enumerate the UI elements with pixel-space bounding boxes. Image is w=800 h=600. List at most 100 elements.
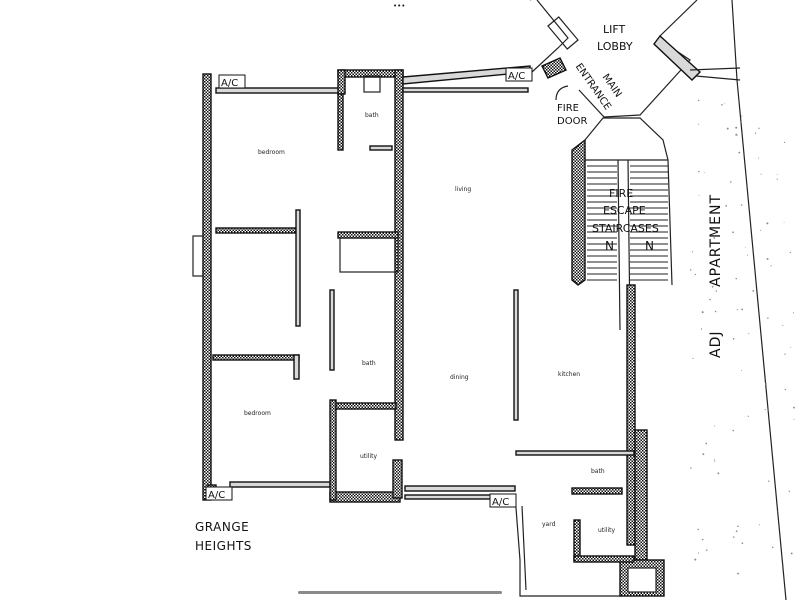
scan-speck — [691, 251, 694, 253]
room-living: living — [455, 186, 471, 193]
adjoining-boundary — [731, 0, 787, 600]
outer-walls — [192, 65, 665, 597]
ac-unit-bottom-left: A/C — [205, 486, 233, 501]
fire-escape-label-line1: FIRE — [609, 187, 633, 200]
room-yard: yard — [542, 521, 556, 528]
room-kitchen: kitchen — [558, 371, 580, 378]
scan-speck — [760, 173, 762, 175]
ac-label-bottom-right: A/C — [492, 497, 509, 508]
scan-speck — [698, 194, 700, 196]
scan-speck — [713, 237, 716, 239]
room-utility-right: utility — [598, 527, 616, 534]
fire-door-label-line1: FIRE — [557, 103, 579, 114]
lift-lobby: LIFT LOBBY — [530, 0, 741, 118]
scan-speck — [718, 265, 720, 267]
scan-speck — [737, 525, 739, 527]
scan-speck — [771, 546, 774, 549]
scan-speck — [735, 277, 737, 280]
interior-walls — [212, 93, 635, 563]
scan-speck — [732, 231, 734, 234]
scan-speck — [784, 353, 786, 355]
main-entrance: MAIN ENTRANCE — [573, 62, 624, 113]
scan-speck — [726, 127, 729, 130]
scan-speck — [732, 337, 735, 340]
scan-speck — [697, 552, 699, 554]
scan-speck — [741, 369, 742, 371]
scan-speck — [744, 246, 746, 248]
scan-speck — [768, 480, 770, 482]
scan-speck — [712, 284, 714, 286]
scan-speck — [697, 99, 700, 102]
adjoining-apartment-label: ADJ APARTMENT — [708, 194, 724, 358]
scan-speck — [765, 383, 767, 386]
room-bath-right: bath — [591, 468, 605, 475]
top-marker: ••• — [393, 2, 405, 10]
fire-escape-label-line3: STAIRCASES — [592, 222, 659, 235]
scan-speck — [733, 536, 735, 538]
scan-speck — [790, 346, 792, 348]
lift-lobby-label-line1: LIFT — [603, 23, 626, 36]
scan-speck — [730, 181, 732, 183]
scan-speck — [770, 265, 772, 267]
scan-speck — [760, 229, 761, 231]
scan-speck — [748, 333, 750, 335]
scan-speck — [784, 388, 786, 391]
horizontal-scrollbar[interactable] — [298, 591, 502, 594]
room-bedroom-top: bedroom — [258, 149, 285, 156]
scan-speck — [737, 572, 740, 575]
scan-speck — [697, 528, 699, 531]
fire-door: FIRE DOOR — [541, 57, 587, 127]
scan-speck — [782, 324, 784, 326]
scan-noise — [689, 99, 795, 575]
scan-speck — [714, 461, 716, 462]
ac-label-top-right: A/C — [508, 71, 525, 82]
scan-speck — [776, 511, 778, 513]
room-bath-mid: bath — [362, 360, 376, 367]
scan-speck — [746, 254, 748, 256]
scan-speck — [694, 273, 697, 276]
scan-speck — [694, 558, 697, 561]
ac-label-top-left: A/C — [221, 78, 238, 89]
scan-speck — [788, 490, 790, 492]
scan-speck — [714, 425, 716, 427]
room-dining: dining — [450, 374, 469, 381]
scan-speck — [747, 415, 749, 417]
scan-speck — [735, 133, 738, 136]
scan-speck — [776, 173, 778, 175]
scan-speck — [741, 542, 744, 545]
ac-unit-top-right: A/C — [505, 67, 533, 82]
scan-speck — [713, 459, 715, 461]
scan-speck — [758, 524, 760, 526]
scan-speck — [735, 530, 738, 533]
scan-speck — [793, 406, 795, 409]
scan-speck — [752, 290, 755, 292]
lift-lobby-label-line2: LOBBY — [597, 40, 633, 53]
scan-speck — [735, 126, 738, 129]
scan-speck — [721, 104, 723, 106]
scan-speck — [689, 269, 692, 271]
scan-speck — [767, 317, 769, 319]
scan-speck — [700, 328, 703, 330]
scan-speck — [790, 552, 793, 555]
scan-speck — [705, 442, 708, 445]
scan-speck — [738, 151, 741, 154]
scan-speck — [703, 171, 705, 173]
scan-speck — [702, 453, 705, 456]
scan-speck — [711, 285, 714, 288]
scan-speck — [782, 563, 784, 565]
scan-speck — [705, 549, 708, 551]
scan-speck — [754, 132, 757, 134]
ac-label-bottom-left: A/C — [208, 490, 225, 501]
scan-speck — [701, 538, 704, 541]
scan-speck — [701, 311, 704, 314]
scan-speck — [758, 127, 760, 129]
scan-speck — [741, 308, 743, 311]
ac-unit-bottom-right: A/C — [489, 493, 517, 508]
room-utility-left: utility — [360, 453, 378, 460]
scan-speck — [724, 103, 726, 105]
scan-speck — [714, 310, 717, 313]
scan-speck — [732, 429, 735, 432]
scan-speck — [792, 312, 795, 314]
scan-speck — [767, 409, 770, 411]
scan-speck — [741, 115, 743, 117]
